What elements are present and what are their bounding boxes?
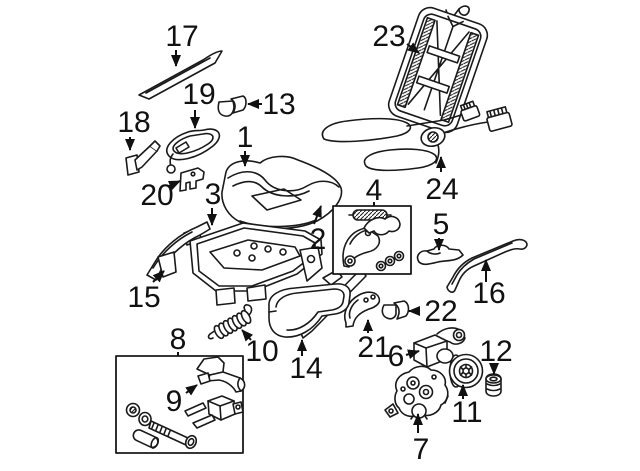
callout-label-24: 24 bbox=[425, 173, 458, 206]
part-upper-trim-strip bbox=[138, 50, 223, 100]
callout-label-15: 15 bbox=[127, 281, 160, 314]
callout-label-21: 21 bbox=[357, 331, 390, 364]
callout-label-13: 13 bbox=[262, 88, 295, 121]
callout-label-7: 7 bbox=[413, 433, 430, 466]
callout-label-3: 3 bbox=[205, 178, 222, 211]
callout-arrow-9 bbox=[185, 384, 198, 396]
callout-arrow-20 bbox=[167, 180, 181, 191]
part-side-rail-trim bbox=[446, 238, 528, 293]
part-recliner-kit-box bbox=[332, 205, 412, 275]
callout-label-9: 9 bbox=[166, 385, 183, 418]
callout-label-23: 23 bbox=[372, 20, 405, 53]
callout-label-6: 6 bbox=[388, 340, 405, 373]
callout-arrow-10 bbox=[241, 329, 254, 342]
callout-arrow-2 bbox=[312, 205, 322, 225]
part-drive-pulley bbox=[448, 353, 484, 389]
part-mount-bracket bbox=[125, 140, 161, 176]
callout-label-11: 11 bbox=[451, 396, 482, 429]
part-tension-spring bbox=[207, 304, 253, 340]
callout-label-1: 1 bbox=[237, 121, 254, 154]
part-latch-bracket bbox=[179, 167, 205, 192]
callout-label-18: 18 bbox=[117, 106, 150, 139]
part-adjuster-motor bbox=[413, 327, 466, 368]
callout-label-5: 5 bbox=[433, 208, 450, 241]
part-latch-actuator bbox=[207, 395, 244, 421]
callout-label-12: 12 bbox=[479, 335, 512, 368]
part-pin bbox=[192, 414, 216, 429]
part-seat-back-panel bbox=[387, 5, 489, 134]
callout-label-8: 8 bbox=[170, 323, 187, 356]
part-wiring-harness bbox=[321, 100, 513, 172]
part-pin bbox=[184, 402, 207, 417]
callout-arrow-15 bbox=[152, 270, 165, 283]
callout-label-10: 10 bbox=[245, 335, 278, 368]
part-cable-clip bbox=[217, 95, 247, 117]
part-gear-assembly bbox=[384, 365, 449, 422]
part-washers bbox=[125, 402, 152, 427]
callout-label-17: 17 bbox=[165, 20, 198, 53]
part-support-bracket bbox=[416, 244, 464, 266]
callout-arrow-6 bbox=[405, 349, 420, 360]
callout-label-4: 4 bbox=[366, 174, 383, 207]
part-knob bbox=[381, 300, 410, 320]
part-bushing bbox=[485, 373, 502, 397]
callout-arrow-23 bbox=[406, 42, 420, 54]
callout-label-14: 14 bbox=[289, 352, 322, 385]
callout-label-16: 16 bbox=[472, 277, 505, 310]
callout-label-20: 20 bbox=[140, 179, 173, 212]
part-release-cable bbox=[166, 128, 221, 174]
callout-label-19: 19 bbox=[182, 78, 215, 111]
part-spacer bbox=[132, 429, 160, 449]
part-side-trim-panel bbox=[268, 283, 351, 338]
part-seat-cushion bbox=[221, 155, 343, 230]
part-bolt bbox=[148, 420, 198, 450]
part-handle-kit-box bbox=[115, 355, 246, 454]
callout-label-22: 22 bbox=[424, 295, 457, 328]
part-adjuster-handle bbox=[196, 356, 246, 393]
part-lever-plate bbox=[343, 291, 381, 328]
callout-label-2: 2 bbox=[310, 223, 327, 256]
